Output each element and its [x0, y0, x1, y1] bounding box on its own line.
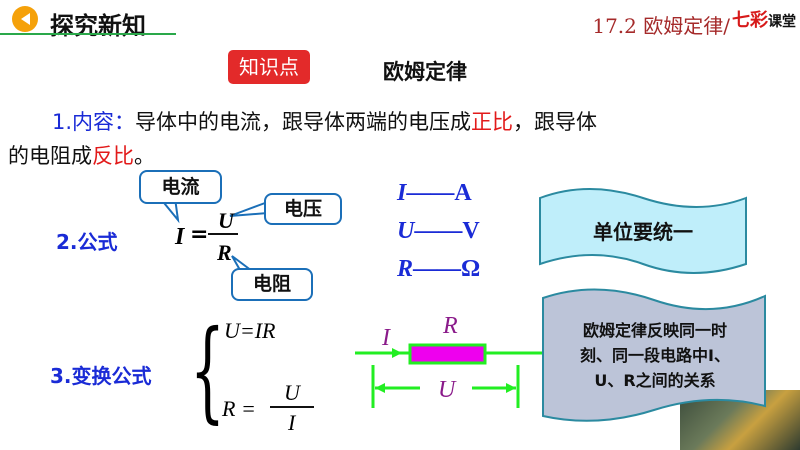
- bubble-current: 电流: [139, 170, 222, 204]
- relation-note: 欧姆定律反映同一时 刻、同一段电路中I、 U、R之间的关系: [545, 318, 765, 393]
- unit-row: R——Ω: [397, 256, 480, 294]
- unit-note-banner: [539, 188, 747, 274]
- relation-note-line: 欧姆定律反映同一时: [582, 321, 727, 340]
- formula-transform-2-num: U: [284, 380, 300, 405]
- circuit-diagram: [355, 343, 548, 408]
- unit-dash: ——: [414, 218, 463, 244]
- unit-dash: ——: [406, 180, 455, 206]
- circuit-voltage-label: U: [438, 377, 456, 403]
- fraction-bar: [270, 406, 314, 408]
- unit-row: I——A: [397, 180, 480, 218]
- formula-eq: =: [190, 222, 209, 247]
- section-icon: [12, 6, 38, 32]
- unit-symbol: R: [397, 256, 414, 282]
- unit-name: A: [454, 180, 472, 206]
- content-text: ，跟导体: [513, 110, 598, 134]
- formula-lhs: I: [175, 224, 185, 250]
- highlight-proportional: 正比: [471, 110, 514, 134]
- content-line-2: 的电阻成反比。: [8, 140, 155, 170]
- content-label: 1.内容：: [52, 110, 136, 134]
- unit-name: Ω: [461, 256, 481, 282]
- circuit-resistor-label: R: [443, 313, 458, 339]
- unit-list: I——A U——V R——Ω: [397, 180, 480, 294]
- highlight-inverse: 反比: [92, 144, 134, 168]
- content-text: 导体中的电流，跟导体两端的电压成: [135, 110, 472, 134]
- relation-note-banner: [542, 288, 766, 422]
- transform-label: 3.变换公式: [50, 364, 152, 388]
- formula-label: 2.公式: [56, 230, 118, 254]
- circuit-current-label: I: [382, 325, 390, 351]
- content-text: 。: [134, 144, 155, 168]
- unit-name: V: [462, 218, 480, 244]
- knowledge-badge: 知识点: [228, 50, 310, 84]
- formula-transform-2-lhs: R =: [222, 396, 256, 421]
- logo-suffix: 课堂: [768, 14, 796, 30]
- content-line-1: 1.内容：导体中的电流，跟导体两端的电压成正比，跟导体: [52, 106, 597, 136]
- fraction-bar: [208, 233, 238, 235]
- bubble-voltage: 电压: [264, 193, 342, 225]
- logo: 七彩课堂: [732, 6, 796, 32]
- section-title: 探究新知: [50, 12, 146, 40]
- bubble-resistance: 电阻: [231, 268, 313, 301]
- brace: {: [190, 306, 225, 434]
- unit-symbol: U: [397, 218, 415, 244]
- topic-title: 欧姆定律: [383, 60, 467, 84]
- unit-row: U——V: [397, 218, 480, 256]
- breadcrumb: 17.2 欧姆定律/: [592, 14, 730, 38]
- formula-numerator: U: [218, 208, 234, 233]
- formula-denominator: R: [217, 240, 232, 265]
- relation-note-line: U、R之间的关系: [594, 371, 716, 390]
- unit-dash: ——: [413, 256, 462, 282]
- logo-text: 七彩: [732, 10, 768, 31]
- unit-note: 单位要统一: [593, 220, 693, 244]
- formula-transform-1: U=IR: [224, 318, 276, 343]
- formula-transform-2-den: I: [288, 410, 296, 435]
- content-text: 的电阻成: [8, 144, 92, 168]
- unit-symbol: I: [397, 180, 407, 206]
- header-divider: [0, 33, 176, 35]
- relation-note-line: 刻、同一段电路中I、: [580, 346, 730, 365]
